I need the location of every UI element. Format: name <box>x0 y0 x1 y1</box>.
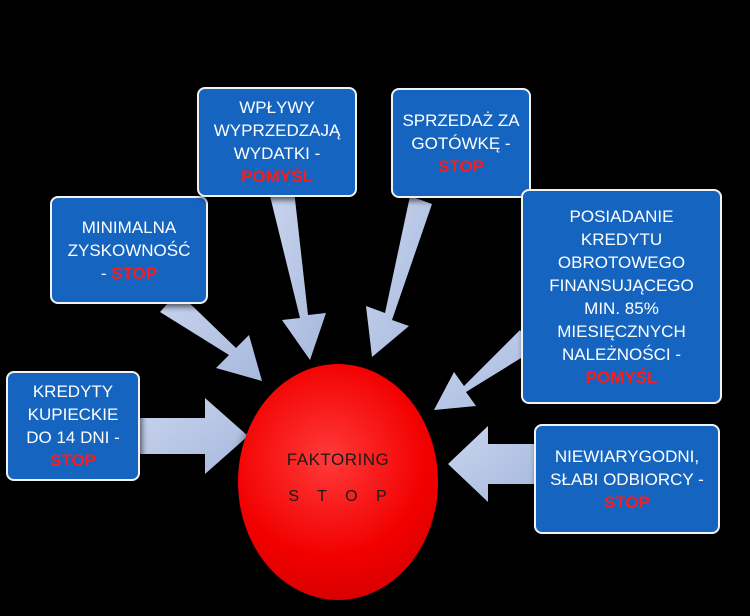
box-niewiarygodni-odbiorcy: NIEWIARYGODNI, SŁABI ODBIORCY - STOP <box>534 424 720 534</box>
box-line: SPRZEDAŻ ZA <box>402 110 520 130</box>
box-line: - <box>100 263 112 283</box>
box-kredyty-kupieckie: KREDYTY KUPIECKIE DO 14 DNI - STOP <box>6 371 140 481</box>
box-line: GOTÓWKĘ - <box>411 133 511 153</box>
box-line: ZYSKOWNOŚĆ <box>67 240 191 260</box>
box-wplywy: WPŁYWY WYPRZEDZAJĄ WYDATKI - POMYŚL <box>197 87 357 197</box>
center-subtitle: S T O P <box>288 488 394 505</box>
status-label: STOP <box>111 263 158 283</box>
box-line: MIN. 85% <box>584 298 659 318</box>
status-label: STOP <box>604 492 650 512</box>
center-title: FAKTORING <box>286 450 390 469</box>
box-line: WYDATKI - <box>233 144 321 163</box>
box-posiadanie-kredytu: POSIADANIE KREDYTU OBROTOWEGO FINANSUJĄC… <box>521 189 722 404</box>
status-label: POMYŚL <box>241 167 313 186</box>
box-line: DO 14 DNI - <box>26 428 120 447</box>
box-sprzedaz-za-gotowke: SPRZEDAŻ ZA GOTÓWKĘ - STOP <box>391 88 531 198</box>
box-line: OBROTOWEGO <box>557 252 686 272</box>
box-minimalna-zyskownosc: MINIMALNA ZYSKOWNOŚĆ - STOP <box>50 196 208 304</box>
box-line: SŁABI ODBIORCY - <box>550 469 704 489</box>
box-line: MIESIĘCZNYCH <box>557 321 686 341</box>
box-line: WPŁYWY <box>239 98 315 117</box>
arrow-minimalna <box>160 292 262 381</box>
status-label: STOP <box>438 156 484 176</box>
box-line: FINANSUJĄCEGO <box>549 275 694 295</box>
arrow-kredyty <box>138 398 248 474</box>
box-line: POSIADANIE <box>569 206 674 226</box>
box-line: KREDYTU <box>580 229 663 249</box>
box-line: MINIMALNA <box>81 217 177 237</box>
arrow-sprzedaz <box>366 196 432 357</box>
center-circle-faktoring: FAKTORING S T O P <box>238 364 438 600</box>
box-line: KREDYTY <box>32 382 114 401</box>
box-line: KUPIECKIE <box>27 405 119 424</box>
box-line: NIEWIARYGODNI, <box>554 446 700 466</box>
box-line: NALEŻNOŚCI - <box>561 344 682 364</box>
arrow-wplywy <box>270 190 326 360</box>
arrow-posiadanie <box>434 330 534 410</box>
status-label: STOP <box>50 451 96 470</box>
status-label: POMYŚL <box>585 367 658 387</box>
arrow-niewiarygodni <box>448 426 534 502</box>
box-line: WYPRZEDZAJĄ <box>213 121 341 140</box>
